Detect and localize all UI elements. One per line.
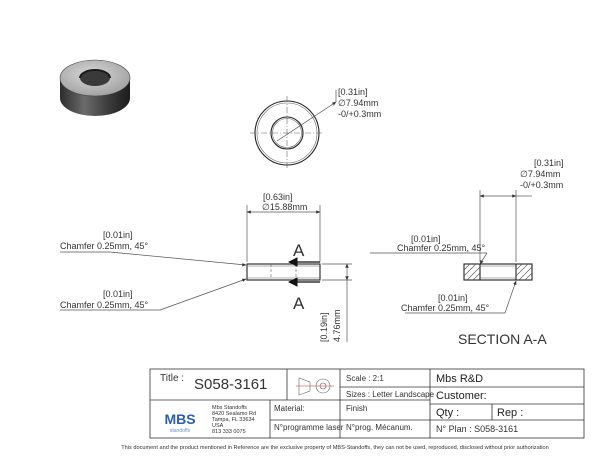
material-field: Material:	[274, 404, 305, 413]
title-label: Title :	[160, 373, 184, 384]
sizes-field: Sizes : Letter Landscape	[346, 390, 435, 399]
section-cut-label-top: A	[293, 241, 305, 260]
company-logo: MBS standoffs	[160, 406, 200, 434]
plan-number-field: N° Plan : S058-3161	[436, 424, 518, 434]
svg-text:standoffs: standoffs	[170, 428, 191, 434]
top-id-mm: ∅7.94mm	[338, 98, 378, 108]
section-id-inch: [0.31in]	[534, 158, 564, 168]
section-id-mm: ∅7.94mm	[520, 169, 560, 179]
mech-program-field: N°prog. Mécanum.	[346, 423, 413, 432]
company-field: Mbs R&D	[436, 373, 483, 385]
section-id-tolerance: -0/+0.3mm	[520, 180, 563, 190]
front-chamfer-bottom: Chamfer 0.25mm, 45°	[60, 300, 149, 310]
ownership-notice: This document and the product mentioned …	[121, 445, 548, 451]
section-chamfer-bottom-inch: [0.01in]	[438, 293, 468, 303]
section-chamfer-top-inch: [0.01in]	[411, 234, 441, 244]
customer-field: Customer:	[436, 390, 487, 402]
front-height-inch: [0.19in]	[319, 312, 329, 342]
svg-text:USA: USA	[212, 423, 224, 429]
scale-field: Scale : 2:1	[346, 374, 384, 383]
top-id-inch: [0.31in]	[338, 87, 368, 97]
top-id-tolerance: -0/+0.3mm	[338, 109, 381, 119]
section-view	[370, 190, 533, 314]
finish-field: Finish	[346, 404, 367, 413]
front-view	[60, 205, 352, 342]
section-cut-label-bottom: A	[293, 294, 305, 313]
section-chamfer-bottom: Chamfer 0.25mm, 45°	[401, 303, 490, 313]
section-chamfer-top: Chamfer 0.25mm, 45°	[397, 243, 486, 253]
svg-text:MBS: MBS	[164, 411, 195, 427]
front-chamfer-bottom-inch: [0.01in]	[103, 289, 133, 299]
svg-text:813 333 0075: 813 333 0075	[212, 429, 246, 435]
top-view	[250, 90, 337, 170]
laser-program-field: N°programme laser	[274, 423, 344, 432]
title-block-grid	[149, 368, 585, 439]
projection-symbol-icon	[296, 377, 334, 396]
front-od-mm: ∅15.88mm	[262, 202, 307, 212]
front-height-mm: 4.76mm	[332, 309, 342, 342]
qty-field: Qty :	[436, 407, 459, 419]
section-label: SECTION A-A	[458, 331, 547, 347]
part-number: S058-3161	[194, 376, 267, 393]
svg-text:8420 Sealamo Rd: 8420 Sealamo Rd	[212, 411, 256, 417]
front-od-inch: [0.63in]	[263, 192, 293, 202]
svg-text:Tampa, FL 33634: Tampa, FL 33634	[212, 417, 255, 423]
front-chamfer-top-inch: [0.01in]	[103, 230, 133, 240]
isometric-part-render	[59, 59, 131, 116]
svg-text:Mbs Standoffs: Mbs Standoffs	[212, 405, 247, 411]
front-chamfer-top: Chamfer 0.25mm, 45°	[60, 241, 149, 251]
rep-field: Rep :	[497, 407, 523, 419]
section-hatching	[463, 263, 533, 281]
company-address: Mbs Standoffs 8420 Sealamo Rd Tampa, FL …	[212, 405, 256, 435]
